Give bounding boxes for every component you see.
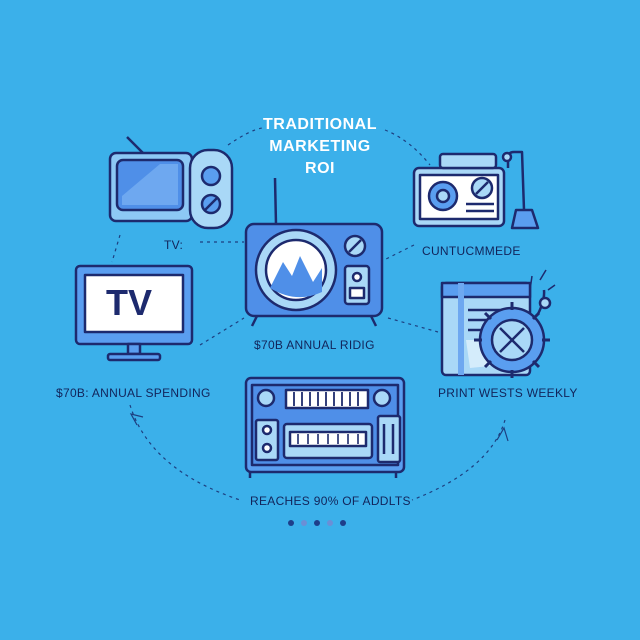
tv-short-label: TV: xyxy=(164,238,184,252)
boombox-icon xyxy=(412,150,540,230)
connector-lines xyxy=(111,127,506,501)
radio-center-label: $70B ANNUAL RIDIG xyxy=(254,338,375,352)
flat-tv-icon xyxy=(74,264,194,362)
top-right-label: CUNTUCMMEDE xyxy=(422,244,521,258)
retro-tv-icon xyxy=(108,136,234,230)
pagination-dot[interactable] xyxy=(301,520,307,526)
newspaper-gear-icon xyxy=(440,269,556,378)
title-line-2: MARKETING xyxy=(269,138,371,155)
pagination-dot[interactable] xyxy=(288,520,294,526)
reach-label: REACHES 90% OF ADDLTS xyxy=(250,494,411,508)
diagram-title: TRADITIONAL MARKETING ROI xyxy=(240,114,400,180)
arrowhead-right xyxy=(496,426,509,442)
title-line-1: TRADITIONAL xyxy=(263,116,377,133)
title-line-3: ROI xyxy=(305,160,335,177)
arrowhead-left xyxy=(129,413,144,426)
pagination-dot[interactable] xyxy=(327,520,333,526)
audio-mixer-icon xyxy=(244,376,406,478)
pagination-dots xyxy=(288,520,346,526)
pagination-dot[interactable] xyxy=(340,520,346,526)
tv-screen-text: TV xyxy=(106,282,153,323)
annual-spending-label: $70B: ANNUAL SPENDING xyxy=(56,386,211,400)
radio-icon xyxy=(244,177,384,327)
print-label: PRINT WESTS WEEKLY xyxy=(438,386,578,400)
pagination-dot[interactable] xyxy=(314,520,320,526)
